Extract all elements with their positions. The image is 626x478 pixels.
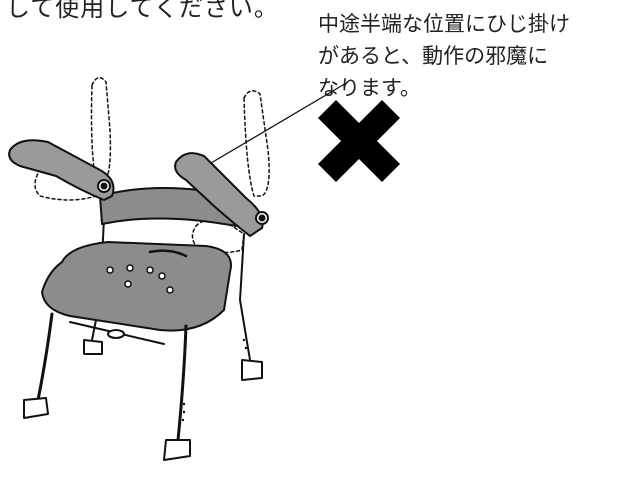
shower-chair-illustration bbox=[8, 76, 270, 461]
foot-cap-rear-left bbox=[83, 339, 103, 355]
seat bbox=[41, 241, 232, 332]
foot-cap-left bbox=[23, 397, 49, 419]
seat-drain-holes bbox=[106, 264, 174, 294]
front-leg-left bbox=[36, 312, 54, 402]
leader-line bbox=[205, 81, 349, 167]
armrest-right bbox=[174, 152, 264, 237]
caution-note: 中途半端な位置にひじ掛け があると、動作の邪魔に なります。 bbox=[318, 8, 618, 104]
armrest-left bbox=[8, 139, 115, 201]
foot-cap-right bbox=[163, 439, 191, 461]
ghost-armrest-left bbox=[34, 76, 112, 201]
caution-line-3: なります。 bbox=[318, 76, 421, 100]
cross-mark-icon bbox=[318, 100, 400, 182]
front-leg-right bbox=[176, 324, 188, 442]
height-adjust-holes bbox=[181, 338, 248, 422]
caution-line-1: 中途半端な位置にひじ掛け bbox=[318, 12, 570, 36]
foot-cap-rear-right bbox=[241, 359, 263, 381]
seat-handle-slot bbox=[148, 249, 188, 258]
rear-leg-right bbox=[239, 233, 251, 361]
caution-line-2: があると、動作の邪魔に bbox=[318, 44, 549, 68]
top-instruction-text: して使用してください。 bbox=[6, 0, 279, 22]
